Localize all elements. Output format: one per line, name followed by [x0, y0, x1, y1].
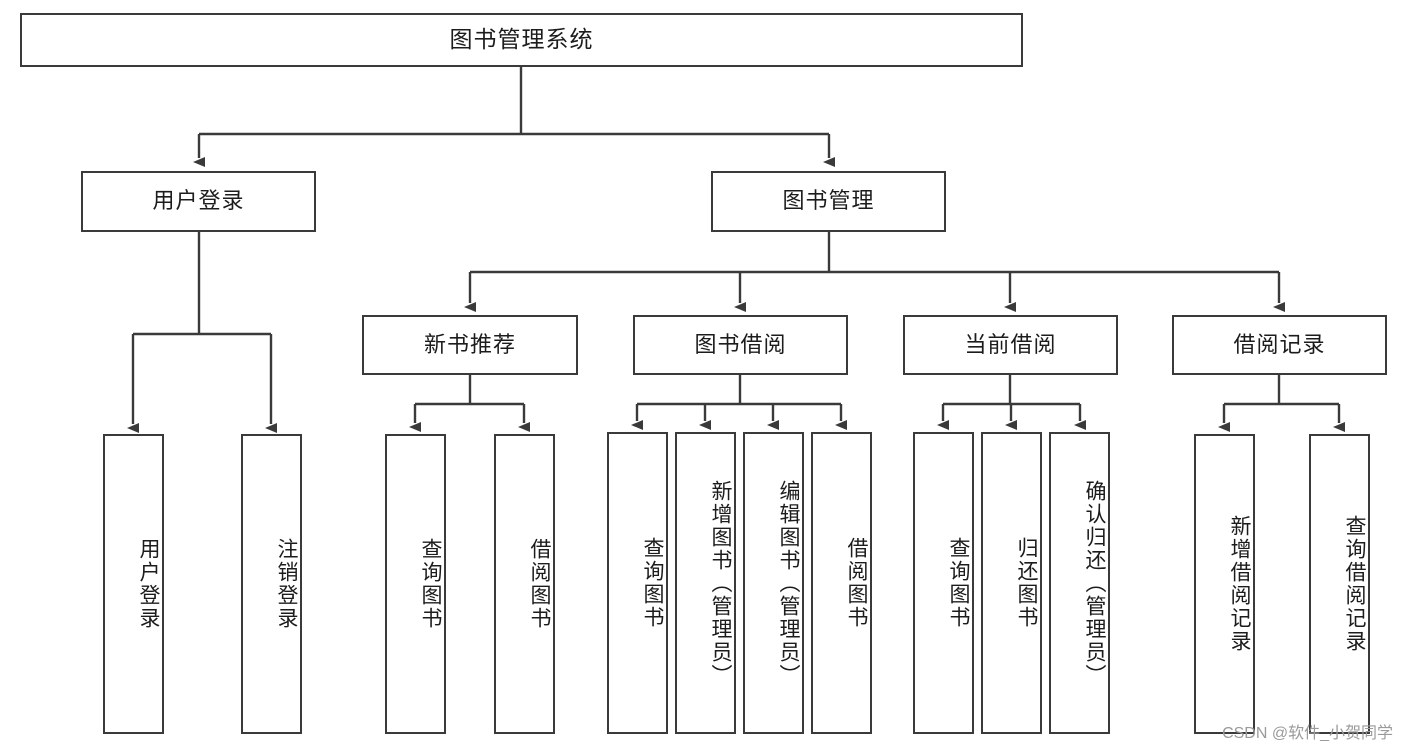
node-leaf-borrow-book[interactable]: 借阅图书	[811, 432, 872, 734]
node-leaf-edit-book-admin[interactable]: 编辑图书（管理员）	[743, 432, 804, 734]
node-leaf-borrow-book-recommend[interactable]: 借阅图书	[494, 434, 555, 734]
node-current-borrow-label: 当前借阅	[964, 331, 1057, 357]
node-leaf-add-book-admin-label: 新增图书（管理员）	[709, 479, 732, 687]
node-leaf-query-borrow-record-label: 查询借阅记录	[1343, 515, 1366, 653]
node-leaf-confirm-return-admin-label: 确认归还（管理员）	[1083, 479, 1106, 687]
node-leaf-add-borrow-record-label: 新增借阅记录	[1228, 515, 1251, 653]
node-current-borrow[interactable]: 当前借阅	[903, 315, 1118, 375]
node-book-borrow-label: 图书借阅	[694, 331, 787, 357]
node-leaf-query-book[interactable]: 查询图书	[607, 432, 668, 734]
node-leaf-query-book-current[interactable]: 查询图书	[913, 432, 974, 734]
node-leaf-user-login-label: 用户登录	[137, 538, 160, 630]
node-leaf-confirm-return-admin[interactable]: 确认归还（管理员）	[1049, 432, 1110, 734]
node-book-management[interactable]: 图书管理	[711, 171, 946, 232]
node-leaf-add-borrow-record[interactable]: 新增借阅记录	[1194, 434, 1255, 734]
node-root-book-management-system[interactable]: 图书管理系统	[20, 13, 1023, 67]
node-leaf-query-book-current-label: 查询图书	[947, 537, 970, 629]
node-leaf-return-book[interactable]: 归还图书	[981, 432, 1042, 734]
node-user-login-label: 用户登录	[152, 188, 245, 214]
node-leaf-query-book-label: 查询图书	[641, 537, 664, 629]
node-root-label: 图书管理系统	[449, 26, 594, 53]
node-leaf-query-borrow-record[interactable]: 查询借阅记录	[1309, 434, 1370, 734]
watermark-text: CSDN @软件_小贺同学	[1222, 725, 1393, 742]
node-leaf-borrow-book-recommend-label: 借阅图书	[528, 538, 551, 630]
node-book-management-label: 图书管理	[782, 188, 875, 214]
node-leaf-edit-book-admin-label: 编辑图书（管理员）	[777, 479, 800, 687]
node-new-book-recommend[interactable]: 新书推荐	[362, 315, 578, 375]
node-borrow-record-label: 借阅记录	[1233, 331, 1326, 357]
node-borrow-record[interactable]: 借阅记录	[1172, 315, 1387, 375]
node-leaf-query-book-recommend-label: 查询图书	[419, 538, 442, 630]
node-leaf-add-book-admin[interactable]: 新增图书（管理员）	[675, 432, 736, 734]
node-leaf-logout[interactable]: 注销登录	[241, 434, 302, 734]
node-leaf-return-book-label: 归还图书	[1015, 537, 1038, 629]
node-leaf-logout-label: 注销登录	[275, 538, 298, 630]
node-user-login[interactable]: 用户登录	[81, 171, 316, 232]
node-new-book-recommend-label: 新书推荐	[423, 331, 516, 357]
node-leaf-borrow-book-label: 借阅图书	[845, 537, 868, 629]
node-book-borrow[interactable]: 图书借阅	[633, 315, 848, 375]
node-leaf-user-login[interactable]: 用户登录	[103, 434, 164, 734]
node-leaf-query-book-recommend[interactable]: 查询图书	[385, 434, 446, 734]
